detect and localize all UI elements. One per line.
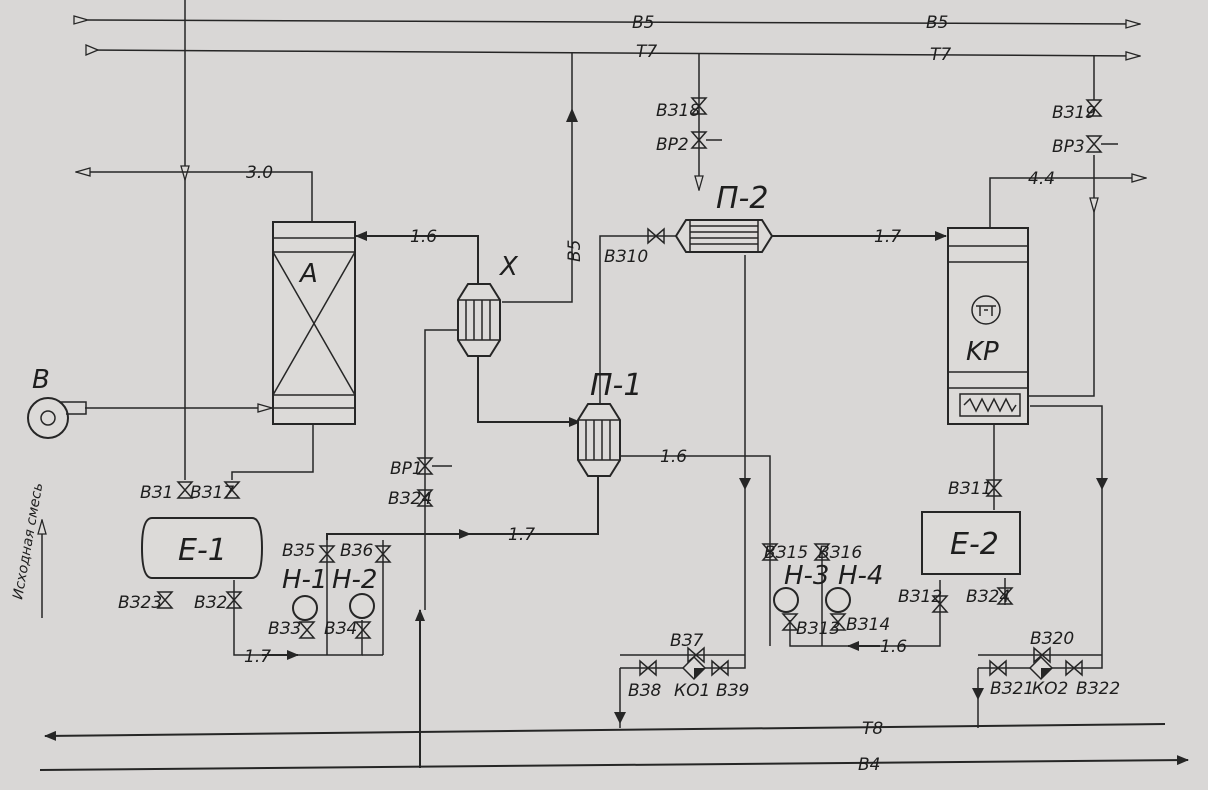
vz13-label: ВЗ13 <box>796 619 840 639</box>
pump-h3: Н-3 <box>773 561 829 613</box>
t7-label-1: T7 <box>636 42 657 62</box>
b5-label-2: B5 <box>926 13 948 33</box>
pump-h1: Н-1 <box>282 565 327 621</box>
b4-label: B4 <box>858 755 880 775</box>
vz17-label: ВЗ17 <box>190 483 234 503</box>
vr2-label: ВР2 <box>656 135 689 155</box>
exchanger-p2: П-2 <box>674 181 774 253</box>
vz12-label: ВЗ12 <box>898 587 942 607</box>
tank-2-label: E-2 <box>950 527 999 562</box>
vz3-label: ВЗ3 <box>268 619 301 639</box>
valve-labels: ВЗ1 ВЗ17 ВЗ23 ВЗ2 ВЗ5 ВЗ6 ВЗ3 ВЗ4 ВР1 ВЗ… <box>118 101 1120 701</box>
vz1-label: ВЗ1 <box>140 483 173 503</box>
vz21-label: ВЗ21 <box>990 679 1034 699</box>
pump-2-label: Н-2 <box>332 565 377 595</box>
ko1-label: КО1 <box>674 681 710 701</box>
vz18-label: ВЗ18 <box>656 101 700 121</box>
vz6-label: ВЗ6 <box>340 541 374 561</box>
vz19-label: ВЗ19 <box>1052 103 1096 123</box>
line-labels: B5 B5 T7 T7 B5 T8 B4 3.0 1.6 1.7 4.4 1.6… <box>244 13 1055 775</box>
b5-riser-label: B5 <box>565 240 585 262</box>
b5-label-1: B5 <box>632 13 654 33</box>
vz9-label: ВЗ9 <box>716 681 749 701</box>
pump-h2: Н-2 <box>332 565 377 619</box>
column-kp: KP <box>947 227 1029 425</box>
vz5-label: ВЗ5 <box>282 541 315 561</box>
cooler-x: X <box>457 252 519 357</box>
vz23-label: ВЗ23 <box>118 593 162 613</box>
t7-label-2: T7 <box>930 45 951 65</box>
vz2-label: ВЗ2 <box>194 593 227 613</box>
tank-e1: E-1 <box>140 517 264 579</box>
vr1-label: ВР1 <box>390 459 423 479</box>
valve-symbols <box>156 97 1118 677</box>
flow-16-top-label: 1.6 <box>410 227 437 247</box>
vz24b-label: ВЗ24 <box>966 587 1010 607</box>
ko2-label: КО2 <box>1032 679 1068 699</box>
flow-17-mid-label: 1.7 <box>508 525 535 545</box>
flow-30-label: 3.0 <box>246 163 273 183</box>
line-t7 <box>85 44 1140 56</box>
vr3-label: ВР3 <box>1052 137 1085 157</box>
exchanger-2-label: П-2 <box>716 181 768 216</box>
absorber-a: A <box>272 221 356 425</box>
vz10-label: ВЗ10 <box>604 247 648 267</box>
flow-16-mid-label: 1.6 <box>660 447 687 467</box>
column-label: KP <box>966 337 999 367</box>
blower-b: B <box>27 365 87 439</box>
pump-4-label: Н-4 <box>838 561 883 591</box>
vz7-label: ВЗ7 <box>670 631 704 651</box>
pump-1-label: Н-1 <box>282 565 327 595</box>
t8-label: T8 <box>862 719 883 739</box>
blower-label: B <box>32 365 50 395</box>
check-valve-ko2 <box>1028 655 1054 681</box>
pipes <box>42 0 1146 768</box>
exchanger-p1: П-1 <box>577 368 642 477</box>
absorber-label: A <box>298 259 318 289</box>
pump-3-label: Н-3 <box>784 561 829 591</box>
vz15-label: ВЗ15 <box>764 543 808 563</box>
tank-1-label: E-1 <box>178 533 227 568</box>
vz8-label: ВЗ8 <box>628 681 662 701</box>
flow-16-low-label: 1.6 <box>880 637 907 657</box>
line-t8 <box>44 723 1166 741</box>
flow-44-label: 4.4 <box>1028 169 1055 189</box>
vz4-label: ВЗ4 <box>324 619 357 639</box>
exchanger-1-label: П-1 <box>590 368 642 403</box>
line-b5 <box>88 20 1140 24</box>
tank-e2: E-2 <box>921 511 1021 575</box>
vz20-label: ВЗ20 <box>1030 629 1074 649</box>
vz24a-label: ВЗ24 <box>388 489 432 509</box>
vz14-label: ВЗ14 <box>846 615 890 635</box>
line-b4 <box>39 755 1189 771</box>
vz16-label: ВЗ16 <box>818 543 862 563</box>
flow-17-top-label: 1.7 <box>874 227 901 247</box>
flow-17-low-label: 1.7 <box>244 647 271 667</box>
vz22-label: ВЗ22 <box>1076 679 1120 699</box>
feed-label: Исходная смесь <box>10 482 46 601</box>
vz11-label: ВЗ11 <box>948 479 992 499</box>
cooler-label: X <box>498 252 519 282</box>
pump-h4: Н-4 <box>825 561 883 613</box>
